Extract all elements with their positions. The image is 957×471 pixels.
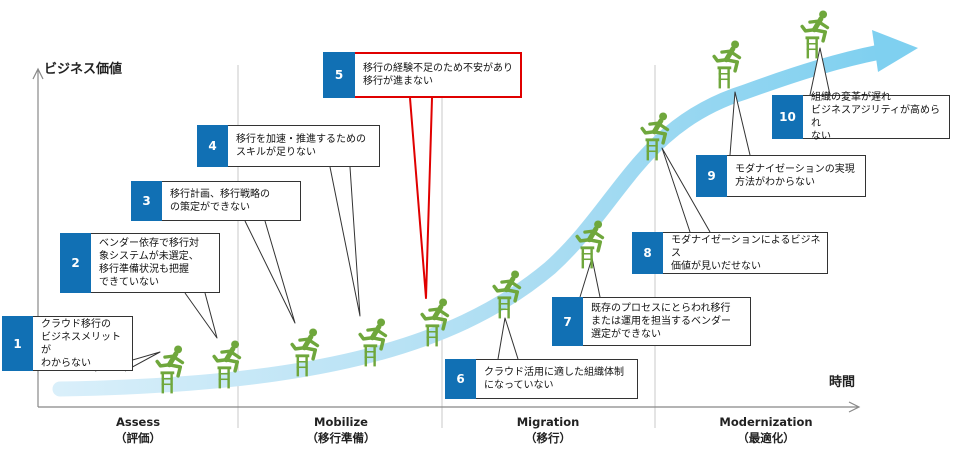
runner-hurdle-icon — [290, 328, 320, 377]
phase-label-migration: Migration （移行） — [463, 414, 633, 446]
callout-7: 7 既存のプロセスにとらわれ移行 または運用を担当するベンダー 選定ができない — [552, 297, 751, 346]
callout-pointer-2 — [184, 292, 218, 339]
callout-text: 移行を加速・推進するための スキルが足りない — [236, 134, 366, 158]
callout-pointer-8 — [661, 147, 711, 233]
runner-hurdle-icon — [358, 318, 388, 367]
runner-hurdle-icon — [492, 270, 522, 319]
callout-number: 1 — [2, 316, 33, 371]
phase-label-assess: Assess （評価） — [53, 414, 223, 446]
callout-5: 5 移行の経験不足のため不安があり 移行が進まない — [323, 52, 522, 98]
callout-text: クラウド活用に適した組織体制 になっていない — [484, 367, 624, 391]
x-axis-label: 時間 — [829, 375, 856, 390]
callout-text: 組織の変革が遅れ ビジネスアジリティが高められ ない — [811, 92, 940, 142]
callout-text: 既存のプロセスにとらわれ移行 または運用を担当するベンダー 選定ができない — [591, 303, 731, 340]
phase-name: Migration — [516, 415, 580, 429]
runner-hurdle-icon — [212, 340, 242, 389]
phase-sub: （評価） — [115, 431, 161, 445]
callout-number: 3 — [131, 181, 162, 221]
runner-hurdle-icon — [420, 298, 450, 347]
callout-pointer-10 — [809, 47, 831, 96]
runner-icons — [155, 10, 830, 394]
callout-8: 8 モダナイゼーションによるビジネス 価値が見いだせない — [632, 232, 828, 274]
callout-6: 6 クラウド活用に適した組織体制 になっていない — [445, 359, 638, 399]
phase-name: Modernization — [719, 415, 813, 429]
callout-3: 3 移行計画、移行戦略の の策定ができない — [131, 181, 301, 221]
callout-text: ベンダー依存で移行対 象システムが未選定、 移行準備状況も把握 できていない — [99, 238, 199, 288]
callout-number: 10 — [772, 95, 803, 139]
phase-sub: （移行準備） — [306, 431, 376, 445]
callout-number: 2 — [60, 233, 91, 293]
callout-1: 1 クラウド移行の ビジネスメリットが わからない — [2, 316, 133, 371]
x-axis — [38, 401, 861, 413]
y-axis-label: ビジネス価値 — [44, 62, 123, 77]
phase-name: Mobilize — [314, 415, 368, 429]
phase-label-modernization: Modernization （最適化） — [681, 414, 851, 446]
phase-sub: （最適化） — [737, 431, 795, 445]
callout-number: 9 — [696, 155, 727, 197]
runner-hurdle-icon — [575, 220, 605, 269]
runner-hurdle-icon — [640, 112, 670, 161]
callout-pointer-5 — [409, 97, 433, 299]
callout-number: 6 — [445, 359, 476, 399]
runner-hurdle-icon — [800, 10, 830, 59]
callout-pointer-4 — [329, 166, 361, 317]
callout-text: 移行の経験不足のため不安があり 移行が進まない — [363, 63, 513, 87]
callout-number: 4 — [197, 125, 228, 167]
callout-2: 2 ベンダー依存で移行対 象システムが未選定、 移行準備状況も把握 できていない — [60, 233, 220, 293]
growth-curve — [52, 44, 888, 397]
callout-text: 移行計画、移行戦略の の策定ができない — [170, 189, 270, 213]
callout-4: 4 移行を加速・推進するための スキルが足りない — [197, 125, 380, 167]
callout-pointer-3 — [244, 220, 296, 324]
callout-9: 9 モダナイゼーションの実現 方法がわからない — [696, 155, 866, 197]
callout-pointer-9 — [729, 91, 751, 156]
callout-pointer-6 — [497, 317, 519, 360]
phase-label-mobilize: Mobilize （移行準備） — [256, 414, 426, 446]
growth-arrow-head — [872, 30, 918, 72]
phase-sub: （移行） — [525, 431, 571, 445]
phase-name: Assess — [115, 415, 161, 429]
callout-pointers — [94, 47, 831, 372]
runner-hurdle-icon — [155, 345, 185, 394]
callout-number: 5 — [323, 52, 355, 98]
callout-10: 10 組織の変革が遅れ ビジネスアジリティが高められ ない — [772, 92, 950, 142]
callout-number: 7 — [552, 297, 583, 346]
callout-text: モダナイゼーションによるビジネス 価値が見いだせない — [671, 234, 821, 272]
callout-text: モダナイゼーションの実現 方法がわからない — [735, 164, 855, 188]
callout-number: 8 — [632, 232, 663, 274]
callout-text: クラウド移行の ビジネスメリットが わからない — [41, 318, 121, 369]
runner-hurdle-icon — [712, 40, 742, 89]
